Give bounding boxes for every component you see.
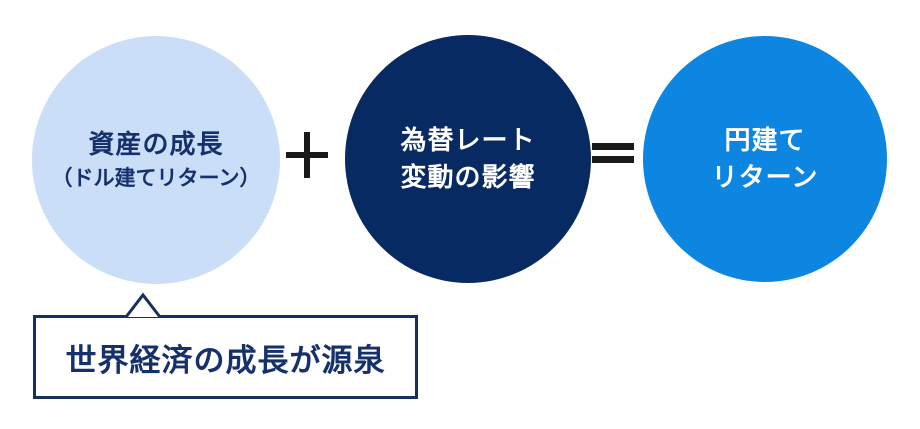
circle-asset-growth-line1: 資産の成長 [88, 128, 224, 159]
circle-yen-return-line1: 円建て [724, 125, 806, 155]
circle-fx-impact: 為替レート 変動の影響 [345, 35, 591, 283]
circle-fx-impact-line1: 為替レート [400, 125, 536, 155]
circle-yen-return: 円建て リターン [643, 36, 887, 282]
circle-asset-growth: 資産の成長 （ドル建てリターン） [32, 36, 280, 284]
callout-box: 世界経済の成長が源泉 [33, 315, 418, 399]
plus-icon-horizontal-bar [286, 152, 328, 158]
callout-text: 世界経済の成長が源泉 [65, 342, 386, 378]
equals-icon-bottom-bar [592, 156, 634, 163]
circle-yen-return-line2: リターン [711, 162, 819, 192]
callout-pointer-icon [124, 292, 162, 318]
circle-fx-impact-line2: 変動の影響 [400, 162, 536, 192]
equals-icon-top-bar [592, 143, 634, 150]
circle-asset-growth-line2: （ドル建てリターン） [51, 166, 261, 190]
